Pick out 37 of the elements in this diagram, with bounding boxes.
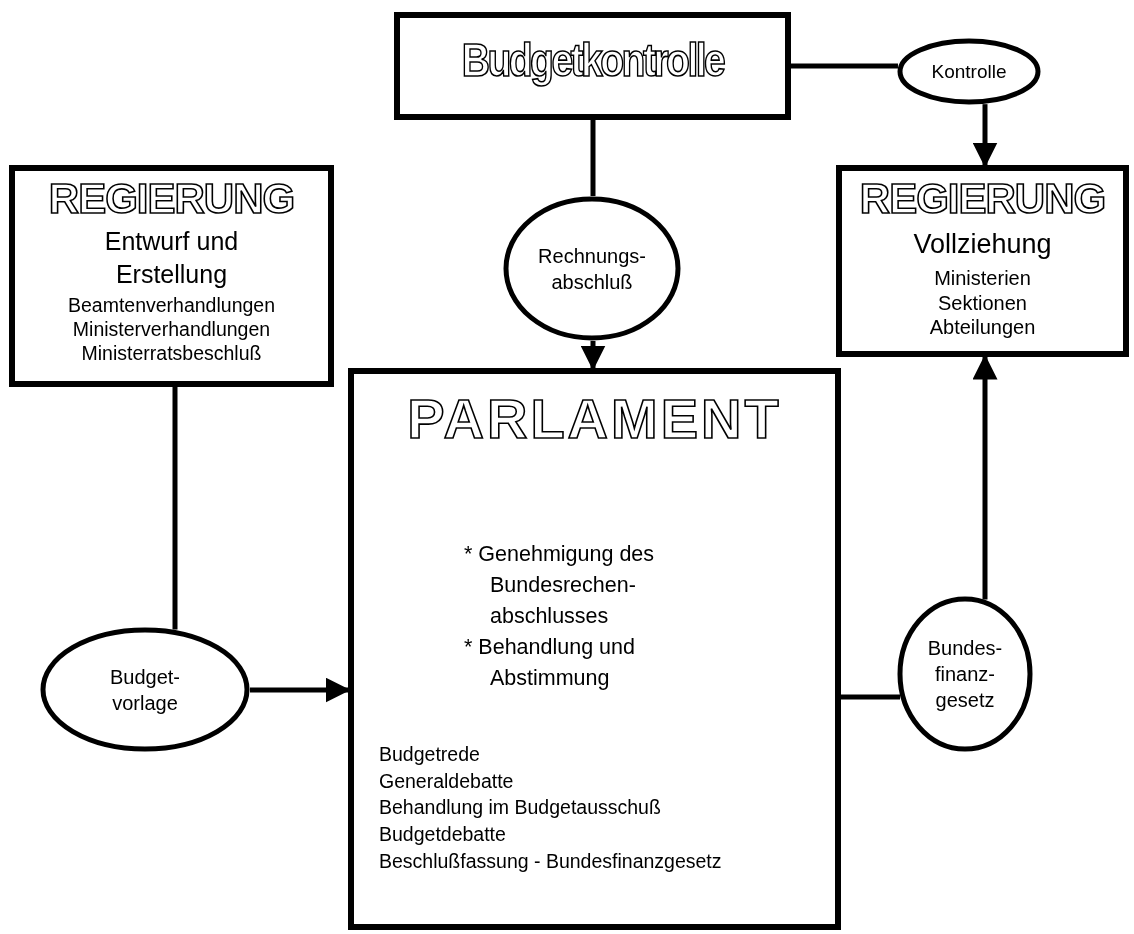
list-item-text: Sektionen <box>937 290 1028 315</box>
ellipse-node <box>897 38 1041 105</box>
heading-text: REGIERUNG <box>47 177 296 222</box>
arrow <box>580 341 606 371</box>
list-item-text: Ministerverhandlungen <box>71 317 272 342</box>
connector-line <box>791 63 898 69</box>
process-box <box>9 165 334 387</box>
process-box <box>348 368 841 930</box>
title-text: Budgetkontrolle <box>460 36 726 85</box>
ellipse-node <box>897 596 1033 752</box>
ellipse-node <box>503 196 681 341</box>
list-item-text: Abteilungen <box>928 314 1037 340</box>
list-item-text: Behandlung im Budgetausschuß <box>379 795 662 821</box>
connector-line <box>590 120 596 196</box>
heading-text: PARLAMENT <box>406 390 783 449</box>
arrow <box>972 104 998 168</box>
subheading-text: Vollziehung <box>912 229 1053 261</box>
list-item-text: Budgetrede <box>379 741 481 767</box>
connector-line <box>172 387 178 630</box>
list-item-text: Ministerien <box>933 266 1032 291</box>
ellipse-node <box>40 627 250 752</box>
ellipse-label: Rechnungs- abschluß <box>537 243 647 295</box>
list-item-text: Beschlußfassung - Bundesfinanzgesetz <box>379 849 723 875</box>
process-box <box>836 165 1129 357</box>
ellipse-label: Bundes- finanz- gesetz <box>926 636 1004 713</box>
list-item-text: Ministerratsbeschluß <box>80 341 263 366</box>
list-item-text: Budgetdebatte <box>379 822 507 848</box>
bullet-text: * Behandlung und Abstimmung <box>464 634 636 693</box>
list-item-text: Beamtenverhandlungen <box>66 294 277 318</box>
process-box <box>394 12 791 120</box>
heading-text: REGIERUNG <box>858 177 1107 222</box>
bullet-text: * Genehmigung des Bundesrechen- abschlusses <box>464 540 656 631</box>
connector-line <box>841 694 900 700</box>
ellipse-label: Budget- vorlage <box>108 664 182 716</box>
ellipse-label: Kontrolle <box>930 60 1008 83</box>
subheading-text: Entwurf und Erstellung <box>103 226 240 290</box>
list-item-text: Generaldebatte <box>379 768 515 794</box>
